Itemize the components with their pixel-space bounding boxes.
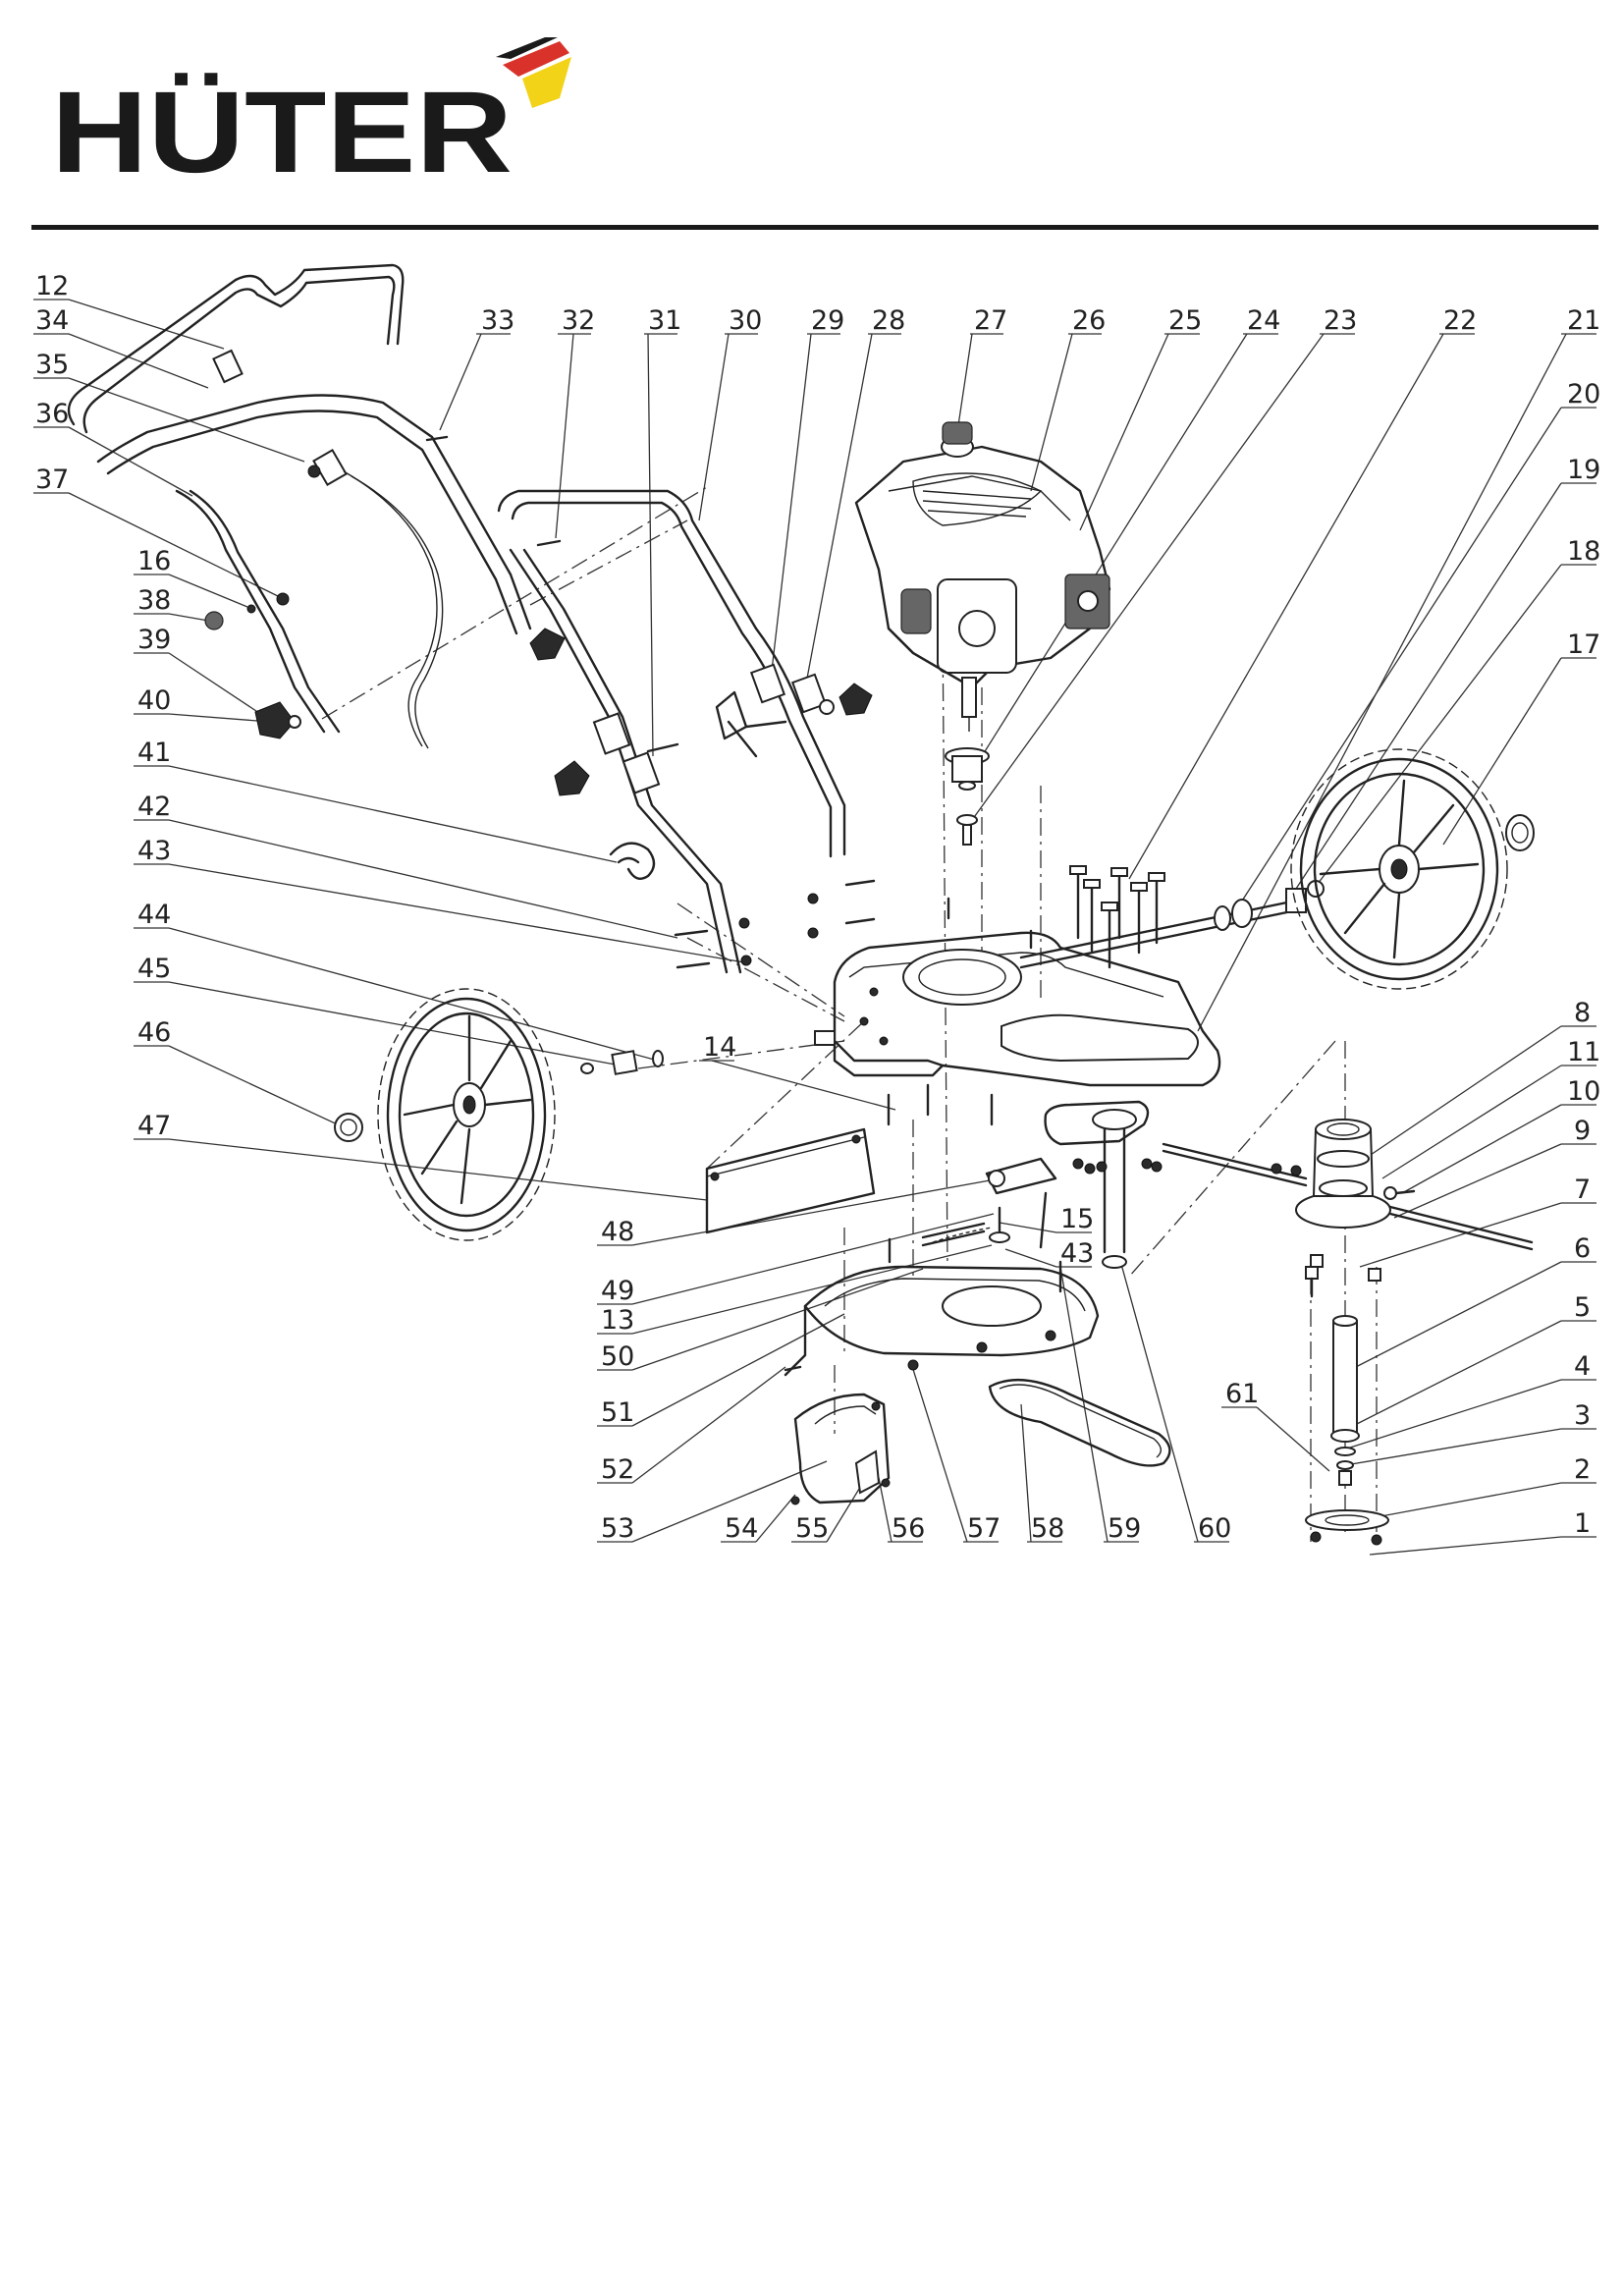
callout-35: 35 [35, 350, 69, 380]
callout-4: 4 [1574, 1351, 1591, 1382]
callout-53: 53 [601, 1513, 634, 1544]
callout-22: 22 [1443, 305, 1477, 336]
brand-wordmark: HÜTER [51, 68, 513, 187]
callout-36: 36 [35, 399, 69, 429]
callout-59: 59 [1108, 1513, 1141, 1544]
callout-18: 18 [1567, 536, 1600, 567]
callout-56: 56 [892, 1513, 925, 1544]
callout-46: 46 [137, 1017, 171, 1048]
left-wheel [334, 988, 664, 1241]
rear-flap [705, 1127, 876, 1234]
tensioner-parts [888, 1157, 1057, 1264]
mower-deck [814, 865, 1221, 1126]
callout-32: 32 [562, 305, 595, 336]
callout-31: 31 [648, 305, 681, 336]
exploded-parts-diagram: 33 32 31 30 29 28 27 26 25 24 23 22 21 2… [33, 263, 1600, 1556]
callout-47: 47 [137, 1111, 171, 1141]
callout-41: 41 [137, 738, 171, 768]
callout-20: 20 [1567, 379, 1600, 410]
callout-34: 34 [35, 305, 69, 336]
callout-29: 29 [811, 305, 844, 336]
callout-48: 48 [601, 1217, 634, 1247]
right-callouts: 20 19 18 17 8 11 10 9 7 6 5 4 3 2 1 [1236, 379, 1600, 1556]
engine-grille [922, 490, 1032, 518]
callout-17: 17 [1567, 629, 1600, 660]
under-cover [784, 1260, 1100, 1377]
clip-part [609, 842, 656, 880]
callout-8: 8 [1574, 998, 1591, 1028]
callout-50: 50 [601, 1341, 634, 1372]
callout-1: 1 [1574, 1508, 1591, 1539]
callout-23: 23 [1324, 305, 1357, 336]
callout-51: 51 [601, 1397, 634, 1428]
callout-13: 13 [601, 1305, 634, 1336]
callout-2: 2 [1574, 1454, 1591, 1485]
callout-15: 15 [1060, 1204, 1094, 1234]
right-wheel [1290, 748, 1508, 990]
callout-43: 43 [137, 836, 171, 866]
callout-52: 52 [601, 1454, 634, 1485]
callout-25: 25 [1168, 305, 1202, 336]
callout-40: 40 [137, 685, 171, 716]
brand-stripes-icon [496, 37, 571, 108]
top-callouts: 33 32 31 30 29 28 27 26 25 24 23 22 21 [439, 305, 1600, 1032]
callout-38: 38 [137, 585, 171, 616]
callout-28: 28 [872, 305, 905, 336]
callout-43-b: 43 [1060, 1238, 1094, 1269]
callout-44: 44 [137, 900, 171, 930]
callout-42: 42 [137, 792, 171, 822]
callout-21: 21 [1567, 305, 1600, 336]
callout-19: 19 [1567, 455, 1600, 485]
callout-6: 6 [1574, 1233, 1591, 1264]
left-callouts: 12 34 35 36 37 16 38 39 40 41 42 43 44 4… [33, 271, 896, 1201]
debris-guard [790, 1393, 891, 1505]
callout-55: 55 [795, 1513, 829, 1544]
callout-5: 5 [1574, 1292, 1591, 1323]
callout-33: 33 [481, 305, 514, 336]
callout-30: 30 [729, 305, 762, 336]
callout-26: 26 [1072, 305, 1106, 336]
callout-11: 11 [1567, 1037, 1600, 1067]
spindle-stack [1305, 1266, 1389, 1546]
callout-12: 12 [35, 271, 69, 301]
callout-49: 49 [601, 1276, 634, 1306]
callout-54: 54 [725, 1513, 758, 1544]
bottom-callouts: 48 49 13 50 51 52 53 54 55 56 57 58 59 6… [597, 1179, 1330, 1544]
callout-10: 10 [1567, 1076, 1600, 1107]
header-rule [31, 225, 1598, 230]
lower-handle [497, 489, 846, 974]
callout-61: 61 [1225, 1379, 1259, 1409]
upper-handle [67, 263, 532, 749]
callout-37: 37 [35, 465, 69, 495]
callout-9: 9 [1574, 1116, 1591, 1146]
spindle-bracket [1044, 1100, 1163, 1269]
callout-27: 27 [974, 305, 1007, 336]
callout-16: 16 [137, 546, 171, 576]
callout-58: 58 [1031, 1513, 1064, 1544]
callout-3: 3 [1574, 1400, 1591, 1431]
knobs-and-bolts [204, 435, 876, 969]
callout-57: 57 [967, 1513, 1001, 1544]
callout-60: 60 [1198, 1513, 1231, 1544]
callout-24: 24 [1247, 305, 1280, 336]
callout-45: 45 [137, 954, 171, 984]
deck-bolts [1069, 865, 1165, 969]
callout-39: 39 [137, 625, 171, 655]
callout-7: 7 [1574, 1175, 1591, 1205]
engine-assembly [854, 421, 1111, 846]
axle-assembly [1019, 814, 1535, 969]
drive-belt [988, 1378, 1171, 1467]
cutter-head [1162, 1119, 1534, 1282]
huter-logo: HÜTER [51, 37, 571, 187]
